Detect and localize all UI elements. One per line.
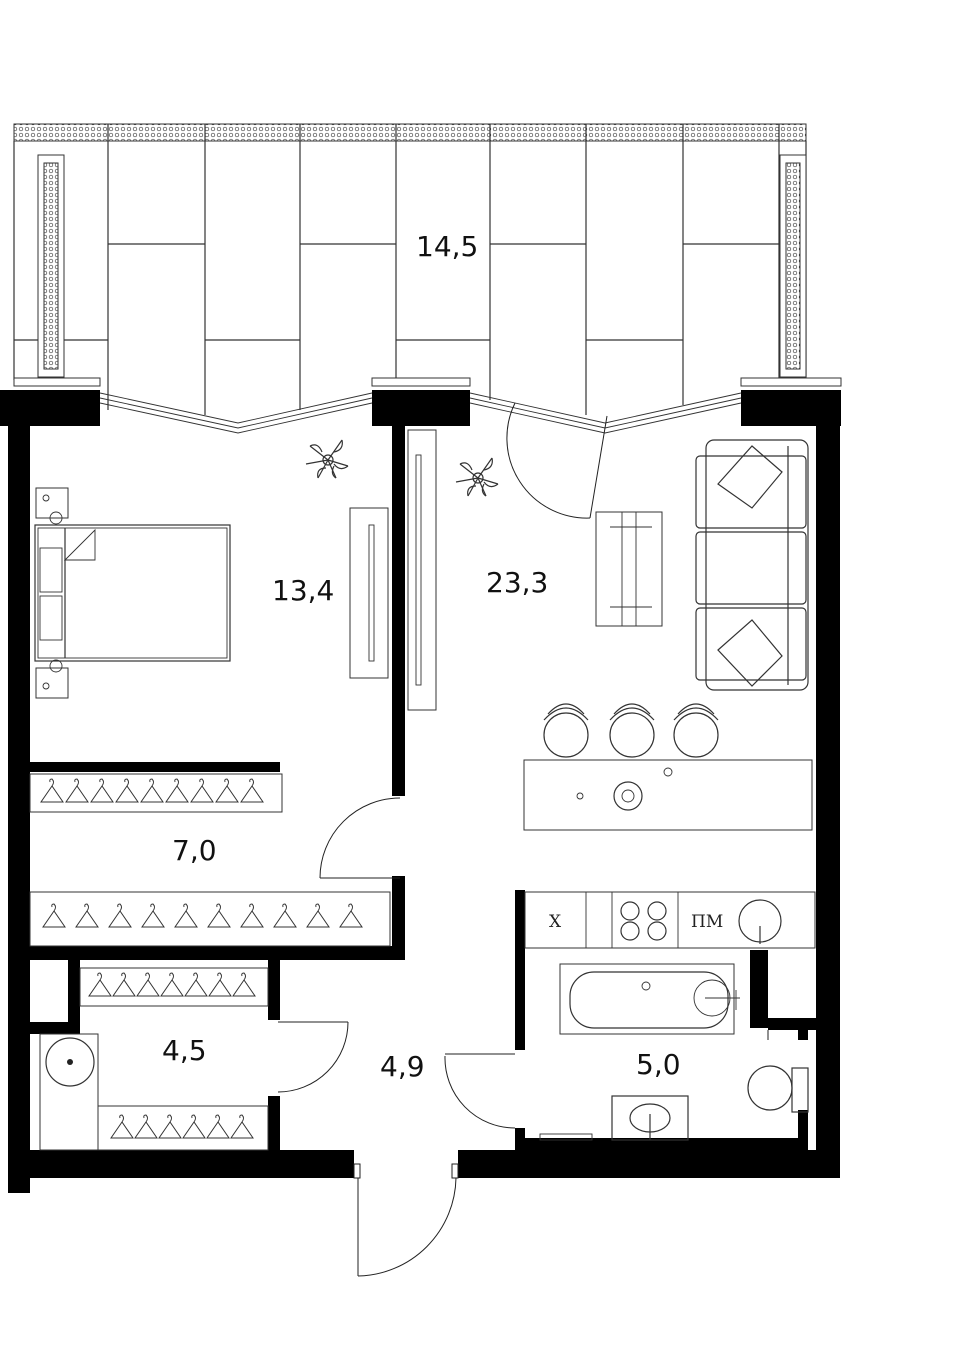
storage-laundry: 4,5 (39, 967, 269, 1151)
doors (277, 402, 769, 1277)
wardrobe-top (29, 773, 283, 813)
toilet-icon (747, 1065, 809, 1113)
wardrobe-bottom (29, 891, 391, 947)
washing-machine (39, 1033, 99, 1151)
bed (34, 524, 231, 662)
room-area-dressing-room: 7,0 (172, 834, 217, 867)
fridge-label: Х (549, 912, 562, 932)
stove-icon (620, 901, 667, 941)
plant-icon (305, 439, 349, 479)
room-area-living-kitchen: 23,3 (486, 566, 548, 599)
room-area-storage: 4,5 (162, 1034, 207, 1067)
plant-icon (455, 457, 499, 497)
kitchen-island (523, 759, 813, 831)
bedroom-furniture: 13,4 (34, 439, 389, 699)
balcony-deck (14, 124, 780, 415)
shelf-top (79, 967, 269, 1007)
bathtub (559, 963, 735, 1035)
living-furniture: Х ПМ 23,3 (407, 429, 816, 949)
wall-tv-panel (407, 429, 437, 711)
sink-icon (738, 899, 782, 944)
dishwasher-label: ПМ (691, 912, 723, 932)
shelf-bottom (97, 1105, 269, 1151)
kitchen-counter (524, 891, 816, 949)
room-area-bedroom: 13,4 (272, 574, 334, 607)
coffee-table (595, 511, 663, 627)
walls (0, 390, 841, 1193)
bathroom: 5,0 (539, 963, 809, 1141)
sofa (695, 439, 809, 691)
balcony-railing (13, 123, 807, 142)
dressing-room: 7,0 (29, 773, 391, 947)
washbasin-icon (611, 1095, 689, 1141)
room-area-hallway: 4,9 (380, 1050, 425, 1083)
room-area-bathroom: 5,0 (636, 1048, 681, 1081)
bar-stools (543, 703, 719, 758)
balcony (13, 123, 842, 415)
nightstand-bottom (35, 667, 69, 699)
room-area-balcony: 14,5 (416, 230, 478, 263)
